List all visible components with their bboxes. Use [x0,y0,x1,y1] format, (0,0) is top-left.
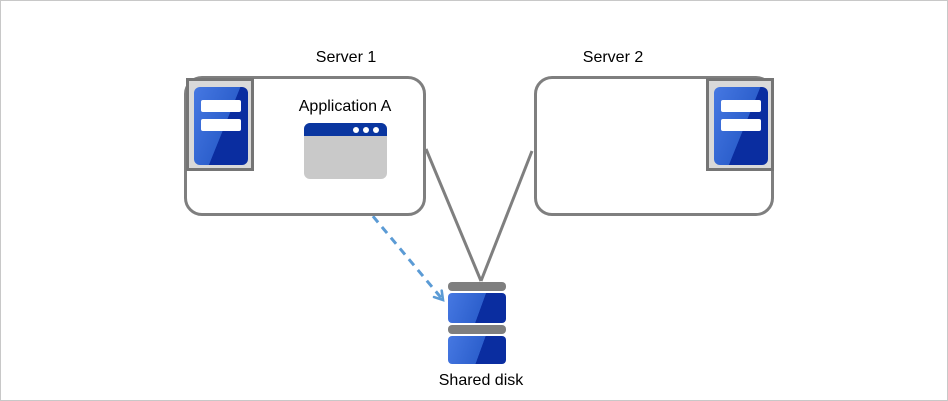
window-dot-icon [373,126,379,133]
tower-drive-bay [201,119,241,131]
server1-tower-icon [186,78,254,171]
server1-label: Server 1 [315,49,377,66]
shared-disk-platter [448,336,506,364]
window-titlebar [304,123,387,136]
shared-disk-cap [448,282,506,291]
shared-disk-platter [448,293,506,323]
server2-label: Server 2 [582,49,644,66]
window-dot-icon [353,126,359,133]
server-tower-body [714,87,768,165]
tower-drive-bay [721,119,761,131]
application-a-label: Application A [298,98,392,115]
window-dot-icon [363,126,369,133]
server-tower-body [194,87,248,165]
tower-drive-bay [201,100,241,112]
server2-tower-icon [706,78,774,171]
shared-disk-cap [448,325,506,334]
edge-server2-shared-disk [479,150,534,282]
application-window-icon [304,123,387,179]
shared-disk-label: Shared disk [438,372,524,389]
tower-drive-bay [721,100,761,112]
edge-server1-shared-disk [424,148,483,282]
